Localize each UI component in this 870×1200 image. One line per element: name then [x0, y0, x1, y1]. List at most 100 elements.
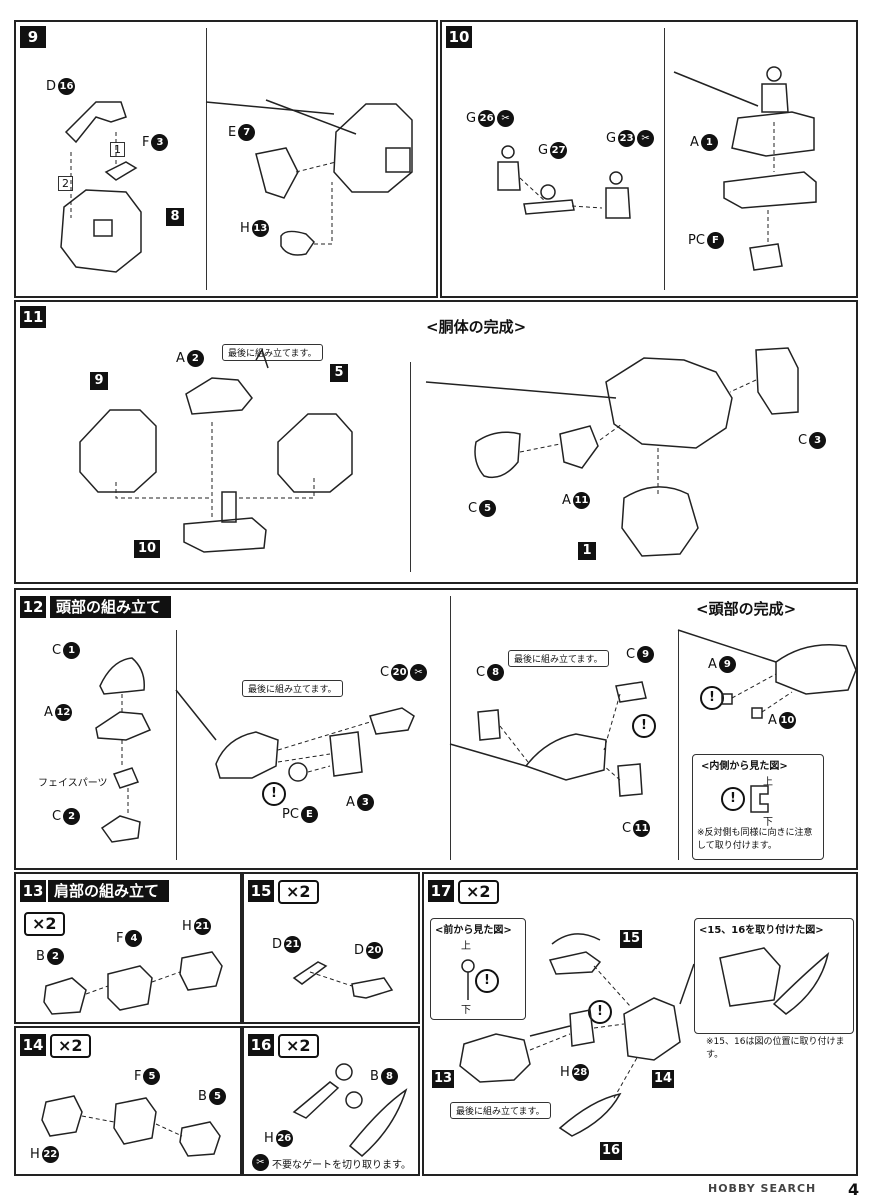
- part-number: 8: [487, 664, 505, 681]
- quantity-badge: ×2: [278, 880, 319, 904]
- step-number: 10: [446, 26, 472, 48]
- step13-parts-drawing: [43, 951, 223, 1015]
- part-number: 9: [718, 656, 736, 673]
- part-number: 26: [478, 110, 496, 127]
- part-number: 2: [186, 350, 204, 367]
- step-number: 16: [248, 1034, 274, 1056]
- part-number: 1: [63, 642, 81, 659]
- step-number: 11: [20, 306, 46, 328]
- down-label: 下: [763, 817, 773, 828]
- subassembly-label-9: 9: [90, 372, 108, 390]
- divider: [206, 28, 207, 290]
- part-number: 5: [208, 1088, 226, 1105]
- down-label: 下: [461, 1005, 471, 1016]
- note-assemble-last: 最後に組み立てます。: [242, 680, 343, 697]
- subassembly-label-15: 15: [620, 930, 642, 948]
- part-number: 3: [151, 134, 169, 151]
- step-number: 17: [428, 880, 454, 902]
- caution-icon: !: [588, 1000, 612, 1024]
- inset-title: <前から見た図>: [435, 925, 512, 936]
- order-1-marker: 1: [110, 142, 125, 157]
- part-number: 5: [479, 500, 497, 517]
- subassembly-label-5: 5: [330, 364, 348, 382]
- cut-gate-icon: ✂: [252, 1154, 269, 1171]
- watermark-logo: HOBBY SEARCH: [708, 1182, 817, 1195]
- part-number: 10: [778, 712, 796, 729]
- inset-title: <15、16を取り付けた図>: [699, 925, 824, 936]
- attached-view-inset: <15、16を取り付けた図>: [694, 918, 854, 1034]
- part-number: 9: [637, 646, 655, 663]
- order-2-marker: 2: [58, 176, 73, 191]
- divider: [678, 630, 679, 860]
- part-number: 11: [633, 820, 651, 837]
- head-complete-title: <頭部の完成>: [696, 600, 797, 618]
- divider: [450, 596, 451, 860]
- part-number: 23: [618, 130, 636, 147]
- step-title: 頭部の組み立て: [50, 596, 172, 618]
- part-number: 11: [572, 492, 590, 509]
- part-number: 1: [700, 134, 718, 151]
- part-number: 21: [193, 918, 211, 935]
- step11-parts-drawing: [79, 347, 799, 557]
- part-number: 22: [41, 1146, 59, 1163]
- part-number: 21: [284, 936, 302, 953]
- subassembly-label-10: 10: [134, 540, 160, 558]
- step-number: 12: [20, 596, 46, 618]
- inside-view-note: ※反対側も同様に向きに注意して取り付けます。: [697, 828, 813, 851]
- gate-note: 不要なゲートを切り取ります。: [272, 1160, 411, 1171]
- cut-gate-icon: ✂: [497, 110, 515, 127]
- part-number: 2: [46, 948, 64, 965]
- caution-icon: !: [632, 714, 656, 738]
- part-number: F: [706, 232, 724, 249]
- cut-gate-icon: ✂: [410, 664, 428, 681]
- step9-parts-drawing: [60, 99, 413, 273]
- part-number: 3: [356, 794, 374, 811]
- divider: [176, 630, 177, 860]
- subassembly-label-16: 16: [600, 1142, 622, 1160]
- subassembly-label-8: 8: [166, 208, 184, 226]
- part-number: E: [300, 806, 318, 823]
- part-number: 7: [238, 124, 256, 141]
- torso-complete-title: <胴体の完成>: [426, 318, 527, 336]
- caution-icon: !: [721, 787, 745, 811]
- part-number: 8: [380, 1068, 398, 1085]
- part-number: 2: [63, 808, 81, 825]
- attached-view-note: ※15、16は図の位置に取り付けます。: [706, 1037, 845, 1060]
- inside-view-inset: <内側から見た図> 上 ! 下 ※反対側も同様に向きに注意して取り付けます。: [692, 754, 824, 860]
- up-label: 上: [763, 777, 773, 788]
- subassembly-label-13: 13: [432, 1070, 454, 1088]
- note-assemble-last: 最後に組み立てます。: [222, 344, 323, 361]
- caution-icon: !: [475, 969, 499, 993]
- step15-parts-drawing: [292, 961, 394, 999]
- quantity-badge: ×2: [458, 880, 499, 904]
- part-number: 16: [58, 78, 76, 95]
- step-number: 13: [20, 880, 46, 902]
